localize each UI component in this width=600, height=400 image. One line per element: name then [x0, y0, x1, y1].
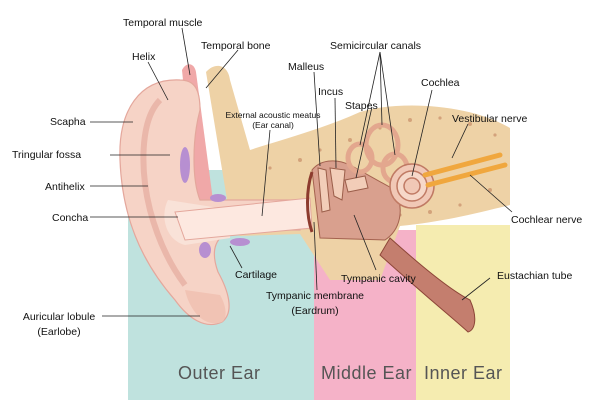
label-auricular-lobule-line2: (Earlobe)	[37, 326, 81, 338]
label-semicircular-canals: Semicircular canals	[330, 40, 422, 52]
nerves-shape	[422, 152, 508, 188]
label-scapha: Scapha	[50, 116, 86, 128]
label-external-meatus-line1: External acoustic meatus	[225, 110, 321, 120]
region-outer-ear: Outer Ear	[178, 363, 261, 383]
label-malleus: Malleus	[288, 61, 325, 73]
label-antihelix: Antihelix	[45, 181, 85, 193]
label-tringular-fossa: Tringular fossa	[12, 149, 82, 161]
region-middle-ear: Middle Ear	[321, 363, 413, 383]
label-auricular-lobule-line1: Auricular lobule	[22, 311, 96, 323]
label-external-meatus: External acoustic meatus (Ear canal)	[213, 110, 333, 130]
stapes-shape	[344, 175, 369, 193]
cochlea-shape	[389, 163, 435, 209]
malleus-shape	[317, 167, 331, 213]
eardrum-shape	[306, 171, 314, 233]
earlobe-shape	[185, 290, 226, 324]
region-inner-ear: Inner Ear	[424, 363, 503, 383]
label-cartilage: Cartilage	[235, 269, 278, 281]
eustachian-tube-shape	[379, 237, 476, 333]
label-eustachian-tube: Eustachian tube	[497, 270, 573, 282]
label-temporal-bone: Temporal bone	[201, 40, 271, 52]
label-cochlea: Cochlea	[421, 77, 460, 89]
label-tympanic-membrane: Tympanic membrane (Eardrum)	[260, 290, 370, 317]
leader-lines	[90, 27, 513, 317]
label-helix: Helix	[132, 51, 156, 63]
label-temporal-muscle: Temporal muscle	[123, 17, 203, 29]
label-cochlear-nerve: Cochlear nerve	[511, 214, 583, 226]
label-stapes: Stapes	[345, 100, 378, 112]
label-tympanic-membrane-line1: Tympanic membrane	[265, 290, 365, 302]
antihelix-shape	[140, 97, 188, 287]
label-incus: Incus	[318, 86, 344, 98]
label-vestibular-nerve: Vestibular nerve	[452, 113, 528, 125]
label-concha: Concha	[52, 212, 89, 224]
label-external-meatus-line2: (Ear canal)	[252, 120, 294, 130]
label-tympanic-membrane-line2: (Eardrum)	[291, 305, 339, 317]
cartilage-shape	[180, 147, 250, 258]
incus-shape	[329, 167, 346, 201]
label-tympanic-cavity: Tympanic cavity	[341, 273, 416, 285]
label-auricular-lobule: Auricular lobule (Earlobe)	[14, 311, 104, 338]
auricle-shape	[119, 79, 301, 326]
